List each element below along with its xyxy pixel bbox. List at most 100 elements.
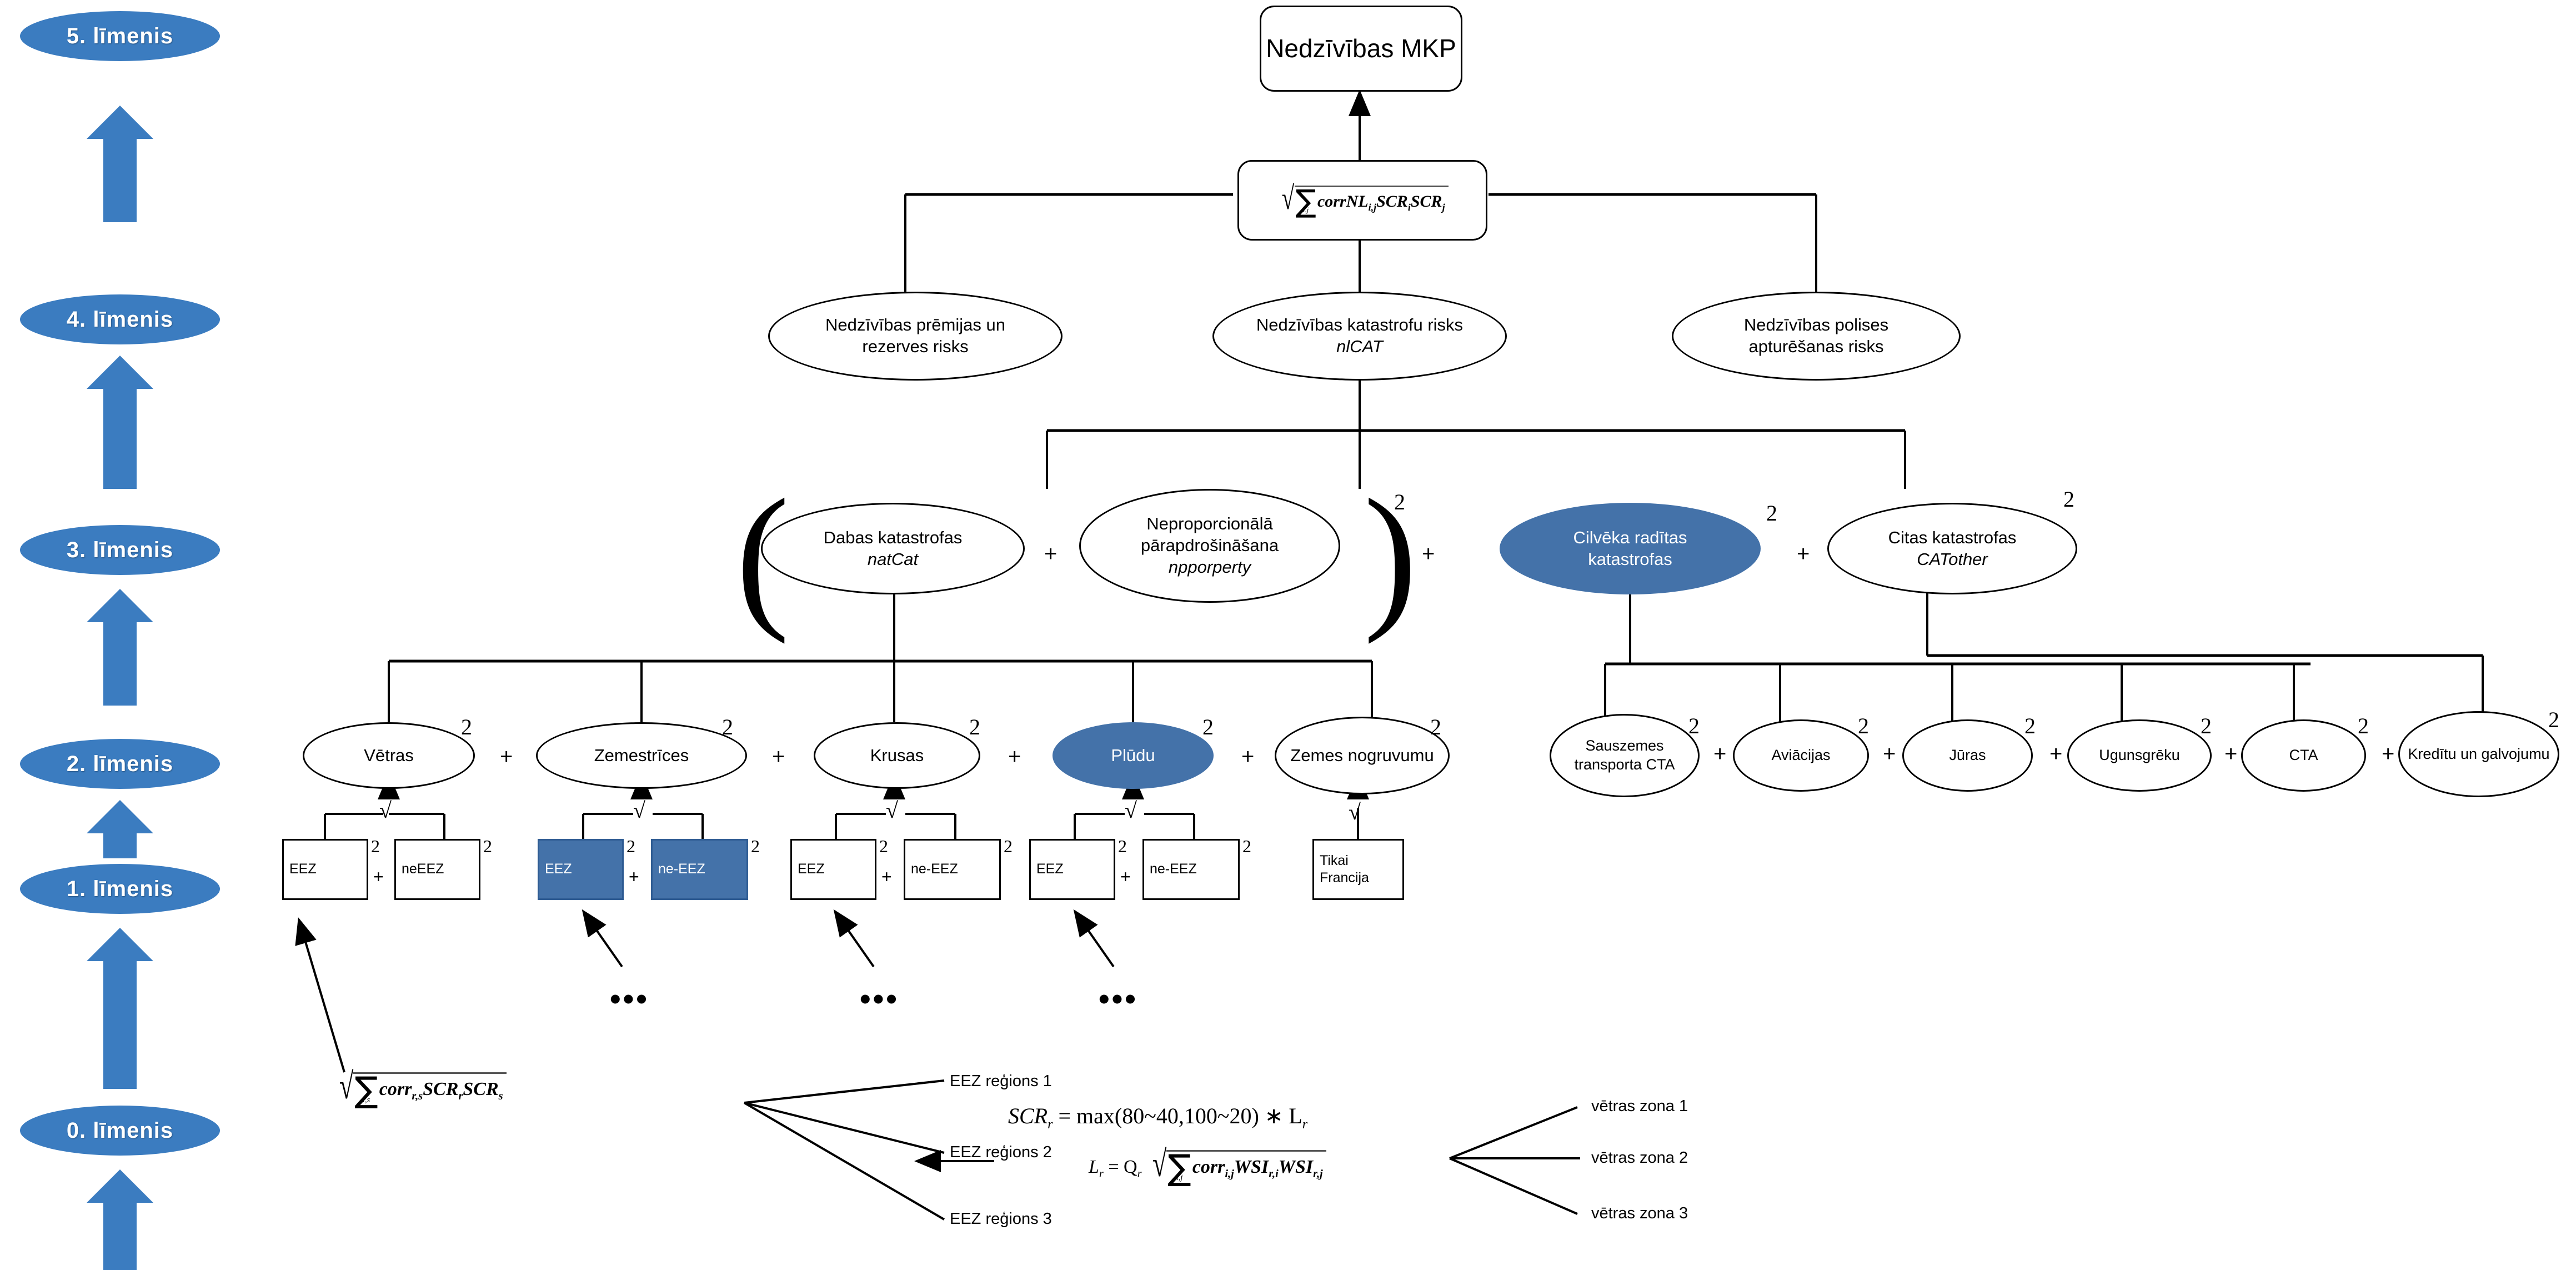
exponent-flood: 2 — [1202, 714, 1214, 740]
level-marker-4: 4. līmenis — [20, 294, 220, 344]
zone-label-value: vētras zona 2 — [1591, 1149, 1688, 1167]
exponent-earthquake-eez: 2 — [627, 836, 635, 857]
node-natural-catastrophes[interactable]: Dabas katastrofas natCat — [761, 503, 1025, 594]
box-hail-neeez[interactable]: ne-EEZ — [904, 839, 1001, 900]
plus-manmade-other: + — [1797, 542, 1810, 567]
node-label: Plūdu — [1111, 745, 1155, 765]
node-liability[interactable]: CTA — [2241, 719, 2366, 792]
box-label: ne-EEZ — [1150, 861, 1197, 877]
scr-lhs: SCR — [1008, 1103, 1048, 1128]
plus-fire-liability: + — [2224, 742, 2238, 766]
node-other-catastrophes[interactable]: Citas katastrofas CATother — [1827, 503, 2077, 594]
plus-sign: + — [881, 867, 892, 887]
root-label: Nedzīvības MKP — [1266, 33, 1456, 63]
exponent-value: 2 — [1430, 714, 1441, 739]
node-label: Zemestrīces — [594, 745, 689, 765]
sqrt-symbol: √ — [886, 798, 898, 823]
sigma-subscript: i,j — [1303, 206, 1309, 214]
level-axis-arrows — [87, 106, 153, 1270]
exponent-storm-neeez: 2 — [483, 836, 492, 857]
sigma-symbol: ∑ — [1295, 183, 1316, 220]
level-marker-0: 0. līmenis — [20, 1106, 220, 1156]
node-fire[interactable]: Ugunsgrēku — [2067, 719, 2212, 792]
node-lapse-risk[interactable]: Nedzīvības polises apturēšanas risks — [1672, 292, 1961, 381]
box-earthquake-neeez[interactable]: ne-EEZ — [651, 839, 748, 900]
node-line-1: Nedzīvības prēmijas un — [825, 315, 1005, 335]
exponent-flood-eez: 2 — [1118, 836, 1127, 857]
node-label: Aviācijas — [1771, 747, 1831, 764]
node-man-made-catastrophes[interactable]: Cilvēka radītas katastrofas — [1500, 503, 1761, 594]
exponent-storm-eez: 2 — [371, 836, 380, 857]
corr-term: corr — [379, 1078, 412, 1099]
scr-r-formula: SCRr = max(80~40,100~20) ∗ Lr — [1008, 1103, 1307, 1132]
corr-sub: i,j — [1225, 1167, 1234, 1180]
scr-s-sub: s — [498, 1089, 503, 1102]
exponent-motor-liability: 2 — [1688, 713, 1700, 739]
l-r-formula: Lr = Qr √ ∑ i,j corri,jWSIr,iWSIr,j — [1089, 1146, 1326, 1185]
node-line-1: Citas katastrofas — [1888, 527, 2017, 547]
exponent-value: 2 — [2548, 707, 2559, 732]
zone-label-2: vētras zona 2 — [1591, 1149, 1688, 1167]
plus-aviation-marine: + — [1883, 742, 1896, 766]
scr-lhs-sub: r — [1048, 1117, 1053, 1132]
exponent-value: 2 — [2063, 487, 2074, 512]
plus-sign: + — [1044, 542, 1058, 566]
box-hail-eez[interactable]: EEZ — [790, 839, 876, 900]
node-storm[interactable]: Vētras — [303, 722, 475, 789]
exponent-value: 2 — [1118, 836, 1127, 856]
node-credit-suretyship[interactable]: Kredītu un galvojumu — [2398, 711, 2559, 797]
level-marker-1: 1. līmenis — [20, 864, 220, 914]
level-marker-5: 5. līmenis — [20, 11, 220, 61]
node-label: Ugunsgrēku — [2099, 747, 2180, 764]
zone-label-1: vētras zona 1 — [1591, 1097, 1688, 1116]
wsi-i: WSI — [1234, 1156, 1269, 1177]
exponent-value: 2 — [879, 836, 888, 856]
node-earthquake[interactable]: Zemestrīces — [536, 722, 747, 789]
plus-storm-boxes: + — [373, 867, 384, 887]
plus-earthquake-hail: + — [772, 744, 785, 769]
box-storm-neeez[interactable]: neEEZ — [394, 839, 480, 900]
box-flood-eez[interactable]: EEZ — [1029, 839, 1115, 900]
region-label-value: EEZ reģions 1 — [950, 1072, 1052, 1090]
box-label: EEZ — [798, 861, 825, 877]
aggregation-formula-box[interactable]: √ ∑ i,j corrNLi,jSCRiSCRj — [1237, 160, 1487, 241]
node-hail[interactable]: Krusas — [814, 722, 980, 789]
plus-group-manmade: + — [1422, 542, 1435, 567]
scr-rhs-sub: r — [1302, 1117, 1308, 1132]
box-earthquake-eez[interactable]: EEZ — [538, 839, 624, 900]
node-label: Vētras — [364, 745, 414, 765]
exponent-other-catastrophes: 2 — [2063, 486, 2074, 512]
exponent-flood-neeez: 2 — [1242, 836, 1251, 857]
box-subsidence-france[interactable]: Tikai Francija — [1312, 839, 1404, 900]
scr-j-sub: j — [1442, 201, 1445, 213]
node-aviation[interactable]: Aviācijas — [1733, 719, 1869, 792]
node-flood[interactable]: Plūdu — [1053, 722, 1214, 789]
radical-symbol: √ — [1282, 180, 1295, 217]
plus-marine-fire: + — [2049, 742, 2063, 766]
node-catastrophe-risk[interactable]: Nedzīvības katastrofu risks nlCAT — [1212, 292, 1507, 381]
box-flood-neeez[interactable]: ne-EEZ — [1142, 839, 1240, 900]
exponent-value: 2 — [371, 836, 380, 856]
root-node-nedzivibas-mkp[interactable]: Nedzīvības MKP — [1260, 6, 1462, 92]
box-storm-eez[interactable]: EEZ — [282, 839, 368, 900]
sqrt-symbol: √ — [1349, 799, 1361, 824]
corr-sub: r,s — [412, 1089, 423, 1102]
plus-sign: + — [373, 867, 384, 887]
node-subsidence[interactable]: Zemes nogruvumu — [1275, 717, 1450, 794]
node-premium-reserve-risk[interactable]: Nedzīvības prēmijas un rezerves risks — [768, 292, 1063, 381]
node-line-2: CATother — [1917, 549, 1988, 569]
wsi-j: WSI — [1278, 1156, 1314, 1177]
node-line-1: Cilvēka radītas — [1573, 527, 1687, 547]
level-marker-2: 2. līmenis — [20, 739, 220, 789]
node-label: CTA — [2289, 747, 2318, 764]
plus-hail-boxes: + — [881, 867, 892, 887]
level-marker-3: 3. līmenis — [20, 525, 220, 575]
node-marine[interactable]: Jūras — [1902, 719, 2033, 792]
plus-earthquake-boxes: + — [629, 867, 639, 887]
exponent-subsidence: 2 — [1430, 714, 1441, 740]
plus-sign: + — [1120, 867, 1131, 887]
level-label: 0. līmenis — [66, 1118, 174, 1143]
node-nonproportional-reinsurance[interactable]: Neproporcionālā pārapdrošināšana npporpe… — [1079, 489, 1340, 603]
node-motor-liability[interactable]: Sauszemes transporta CTA — [1550, 714, 1700, 797]
